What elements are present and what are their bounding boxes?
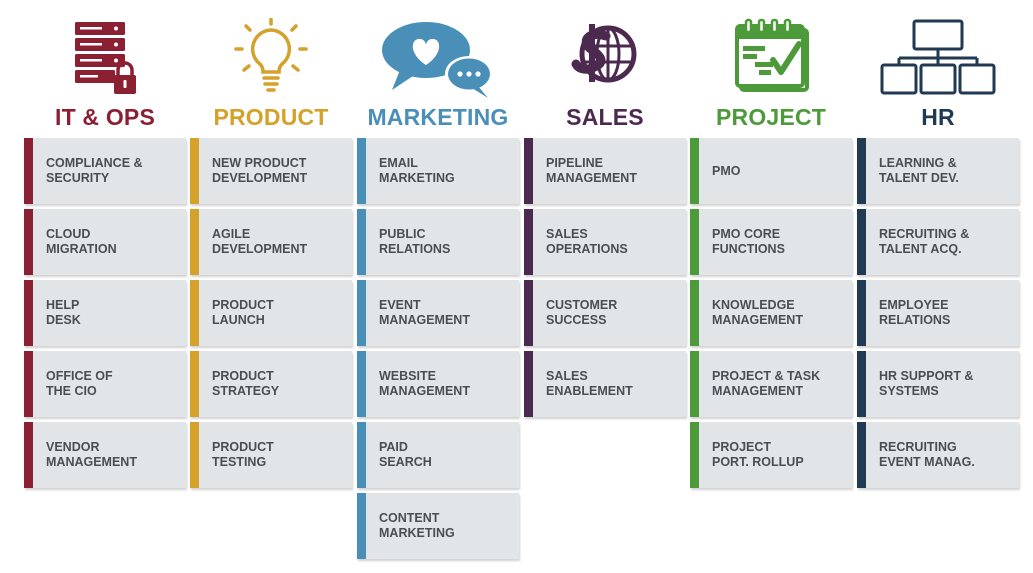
solution-card[interactable]: PROJECT PORT. ROLLUP: [690, 422, 852, 488]
solution-card-label: EMAIL MARKETING: [379, 156, 455, 185]
column-title: SALES: [566, 104, 644, 130]
solution-card-label: RECRUITING EVENT MANAG.: [879, 440, 975, 469]
solution-card[interactable]: COMPLIANCE & SECURITY: [24, 138, 186, 204]
solution-card-label: HR SUPPORT & SYSTEMS: [879, 369, 974, 398]
solution-card[interactable]: OFFICE OF THE CIO: [24, 351, 186, 417]
column-title: HR: [921, 104, 955, 130]
solution-card[interactable]: PRODUCT TESTING: [190, 422, 352, 488]
solution-card[interactable]: HR SUPPORT & SYSTEMS: [857, 351, 1019, 417]
column-title: PRODUCT: [213, 104, 329, 130]
solution-card-label: WEBSITE MANAGEMENT: [379, 369, 470, 398]
solution-card[interactable]: PAID SEARCH: [357, 422, 519, 488]
solution-card-label: PMO: [712, 163, 741, 178]
solution-card-label: PRODUCT TESTING: [212, 440, 274, 469]
column-title: PROJECT: [715, 104, 827, 130]
solution-card-label: CONTENT MARKETING: [379, 511, 455, 540]
solution-card[interactable]: SALES ENABLEMENT: [524, 351, 686, 417]
solution-card-label: AGILE DEVELOPMENT: [212, 227, 308, 256]
solution-card-label: CLOUD MIGRATION: [46, 227, 117, 256]
solution-card-label: PMO CORE FUNCTIONS: [712, 227, 785, 256]
solution-card[interactable]: PUBLIC RELATIONS: [357, 209, 519, 275]
solution-card[interactable]: PIPELINE MANAGEMENT: [524, 138, 686, 204]
solution-card-label: HELP DESK: [46, 298, 81, 327]
solution-card-label: SALES OPERATIONS: [546, 227, 628, 256]
lightbulb-icon: [190, 18, 352, 100]
solution-card-label: PRODUCT STRATEGY: [212, 369, 280, 398]
solution-card[interactable]: NEW PRODUCT DEVELOPMENT: [190, 138, 352, 204]
solution-card[interactable]: RECRUITING & TALENT ACQ.: [857, 209, 1019, 275]
solution-card-label: PIPELINE MANAGEMENT: [546, 156, 637, 185]
solution-card-label: EVENT MANAGEMENT: [379, 298, 470, 327]
solution-card-label: SALES ENABLEMENT: [546, 369, 633, 398]
solution-card-label: VENDOR MANAGEMENT: [46, 440, 137, 469]
solution-card[interactable]: KNOWLEDGE MANAGEMENT: [690, 280, 852, 346]
solution-card[interactable]: PMO CORE FUNCTIONS: [690, 209, 852, 275]
solution-card[interactable]: CLOUD MIGRATION: [24, 209, 186, 275]
solution-card[interactable]: SALES OPERATIONS: [524, 209, 686, 275]
column-title: MARKETING: [367, 104, 509, 130]
column-title: IT & OPS: [54, 104, 155, 130]
solution-card[interactable]: PRODUCT STRATEGY: [190, 351, 352, 417]
solution-card-label: OFFICE OF THE CIO: [46, 369, 113, 398]
solution-card[interactable]: HELP DESK: [24, 280, 186, 346]
solution-card[interactable]: VENDOR MANAGEMENT: [24, 422, 186, 488]
solution-card[interactable]: WEBSITE MANAGEMENT: [357, 351, 519, 417]
solution-card-label: PROJECT & TASK MANAGEMENT: [712, 369, 821, 398]
solution-card[interactable]: AGILE DEVELOPMENT: [190, 209, 352, 275]
solution-card-label: PUBLIC RELATIONS: [379, 227, 451, 256]
gantt-calendar-check-icon: [690, 18, 852, 100]
solution-card[interactable]: RECRUITING EVENT MANAG.: [857, 422, 1019, 488]
solution-card-label: PAID SEARCH: [379, 440, 432, 469]
solution-card-label: PROJECT PORT. ROLLUP: [712, 440, 804, 469]
solution-card-label: KNOWLEDGE MANAGEMENT: [712, 298, 803, 327]
dollar-globe-icon: [524, 18, 686, 100]
solution-card[interactable]: LEARNING & TALENT DEV.: [857, 138, 1019, 204]
chat-bubbles-heart-icon: [357, 18, 519, 100]
solution-card-label: COMPLIANCE & SECURITY: [46, 156, 143, 185]
solution-card[interactable]: CUSTOMER SUCCESS: [524, 280, 686, 346]
solution-card-label: EMPLOYEE RELATIONS: [879, 298, 951, 327]
solution-card[interactable]: PROJECT & TASK MANAGEMENT: [690, 351, 852, 417]
solution-card[interactable]: EMAIL MARKETING: [357, 138, 519, 204]
solution-card[interactable]: CONTENT MARKETING: [357, 493, 519, 559]
solution-card[interactable]: PRODUCT LAUNCH: [190, 280, 352, 346]
solution-card-label: CUSTOMER SUCCESS: [546, 298, 618, 327]
solution-card-label: LEARNING & TALENT DEV.: [879, 156, 959, 185]
solution-card-label: PRODUCT LAUNCH: [212, 298, 274, 327]
solution-card[interactable]: PMO: [690, 138, 852, 204]
solution-card-label: RECRUITING & TALENT ACQ.: [879, 227, 970, 256]
solution-card-label: NEW PRODUCT DEVELOPMENT: [212, 156, 308, 185]
solution-card[interactable]: EMPLOYEE RELATIONS: [857, 280, 1019, 346]
org-chart-icon: [857, 18, 1019, 100]
solution-card[interactable]: EVENT MANAGEMENT: [357, 280, 519, 346]
server-lock-icon: [24, 18, 186, 100]
